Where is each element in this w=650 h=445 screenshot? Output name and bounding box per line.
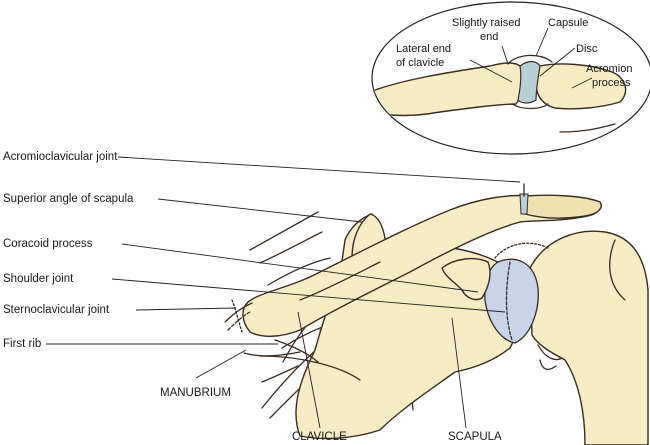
capsule-lower: [537, 344, 563, 361]
greater-tubercle-line: [609, 239, 626, 301]
leader-disc: [539, 47, 576, 77]
label-clavicle: CLAVICLE: [292, 431, 347, 443]
joint-capsule-line: [494, 242, 549, 259]
inset-label-capsule: Capsule: [548, 17, 588, 29]
leader-lateral-end: [469, 59, 513, 83]
inset-label-slightly-raised-2: end: [480, 31, 498, 43]
humerus: [529, 230, 649, 445]
inset-label-acromion-2: process: [592, 77, 631, 89]
inset-label-lateral-end-1: Lateral end: [396, 43, 451, 55]
label-scapula: SCAPULA: [448, 431, 502, 443]
inset-label-disc: Disc: [576, 43, 598, 55]
label-manubrium: MANUBRIUM: [160, 387, 231, 399]
inset-label-lateral-end-2: of clavicle: [396, 57, 444, 69]
label-shoulder-joint: Shoulder joint: [3, 273, 74, 285]
inset-label-slightly-raised-1: Slightly raised: [452, 17, 520, 29]
leader-coracoid-process: [121, 243, 479, 293]
leader-sternoclavicular-joint: [135, 307, 237, 311]
label-coracoid-process: Coracoid process: [3, 238, 93, 250]
leader-clavicle: [297, 311, 321, 429]
inset-label-acromion-1: Acromion: [586, 63, 632, 75]
leader-acromion: [571, 77, 593, 89]
leader-slightly-raised-end: [501, 45, 509, 65]
inset-capsule: [507, 54, 553, 65]
leader-scapula: [451, 317, 467, 429]
ac-joint-marker: [519, 193, 529, 215]
acromion-process: [524, 194, 602, 219]
label-first-rib: First rib: [3, 338, 41, 350]
inset-magnified-view: [371, 1, 650, 155]
leader-shoulder-joint: [111, 278, 506, 313]
inset-disc: [517, 60, 541, 104]
label-sternoclavicular-joint: Sternoclavicular joint: [3, 304, 110, 316]
inset-acromion: [535, 63, 627, 110]
leader-manubrium: [195, 349, 247, 379]
leader-acromioclavicular-joint: [117, 156, 521, 183]
label-acromioclavicular-joint: Acromioclavicular joint: [3, 151, 118, 163]
label-superior-angle-of-scapula: Superior angle of scapula: [3, 193, 134, 205]
leader-capsule: [535, 27, 549, 57]
coracoid-process: [441, 257, 491, 301]
leader-superior-angle: [157, 198, 363, 223]
manubrium-edge: [224, 302, 253, 323]
